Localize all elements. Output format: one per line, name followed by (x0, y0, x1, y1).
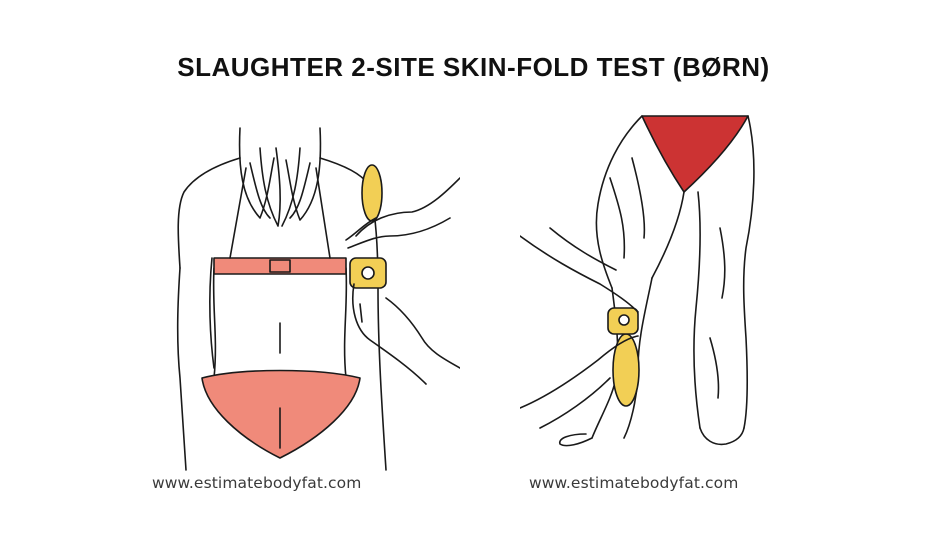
triceps-skinfold-illustration (150, 108, 460, 478)
figure-caption-left: www.estimatebodyfat.com (152, 474, 362, 492)
calf-skinfold-illustration (520, 108, 800, 478)
page-title: SLAUGHTER 2-SITE SKIN-FOLD TEST (BØRN) (177, 52, 770, 82)
figure-caption-right: www.estimatebodyfat.com (529, 474, 739, 492)
